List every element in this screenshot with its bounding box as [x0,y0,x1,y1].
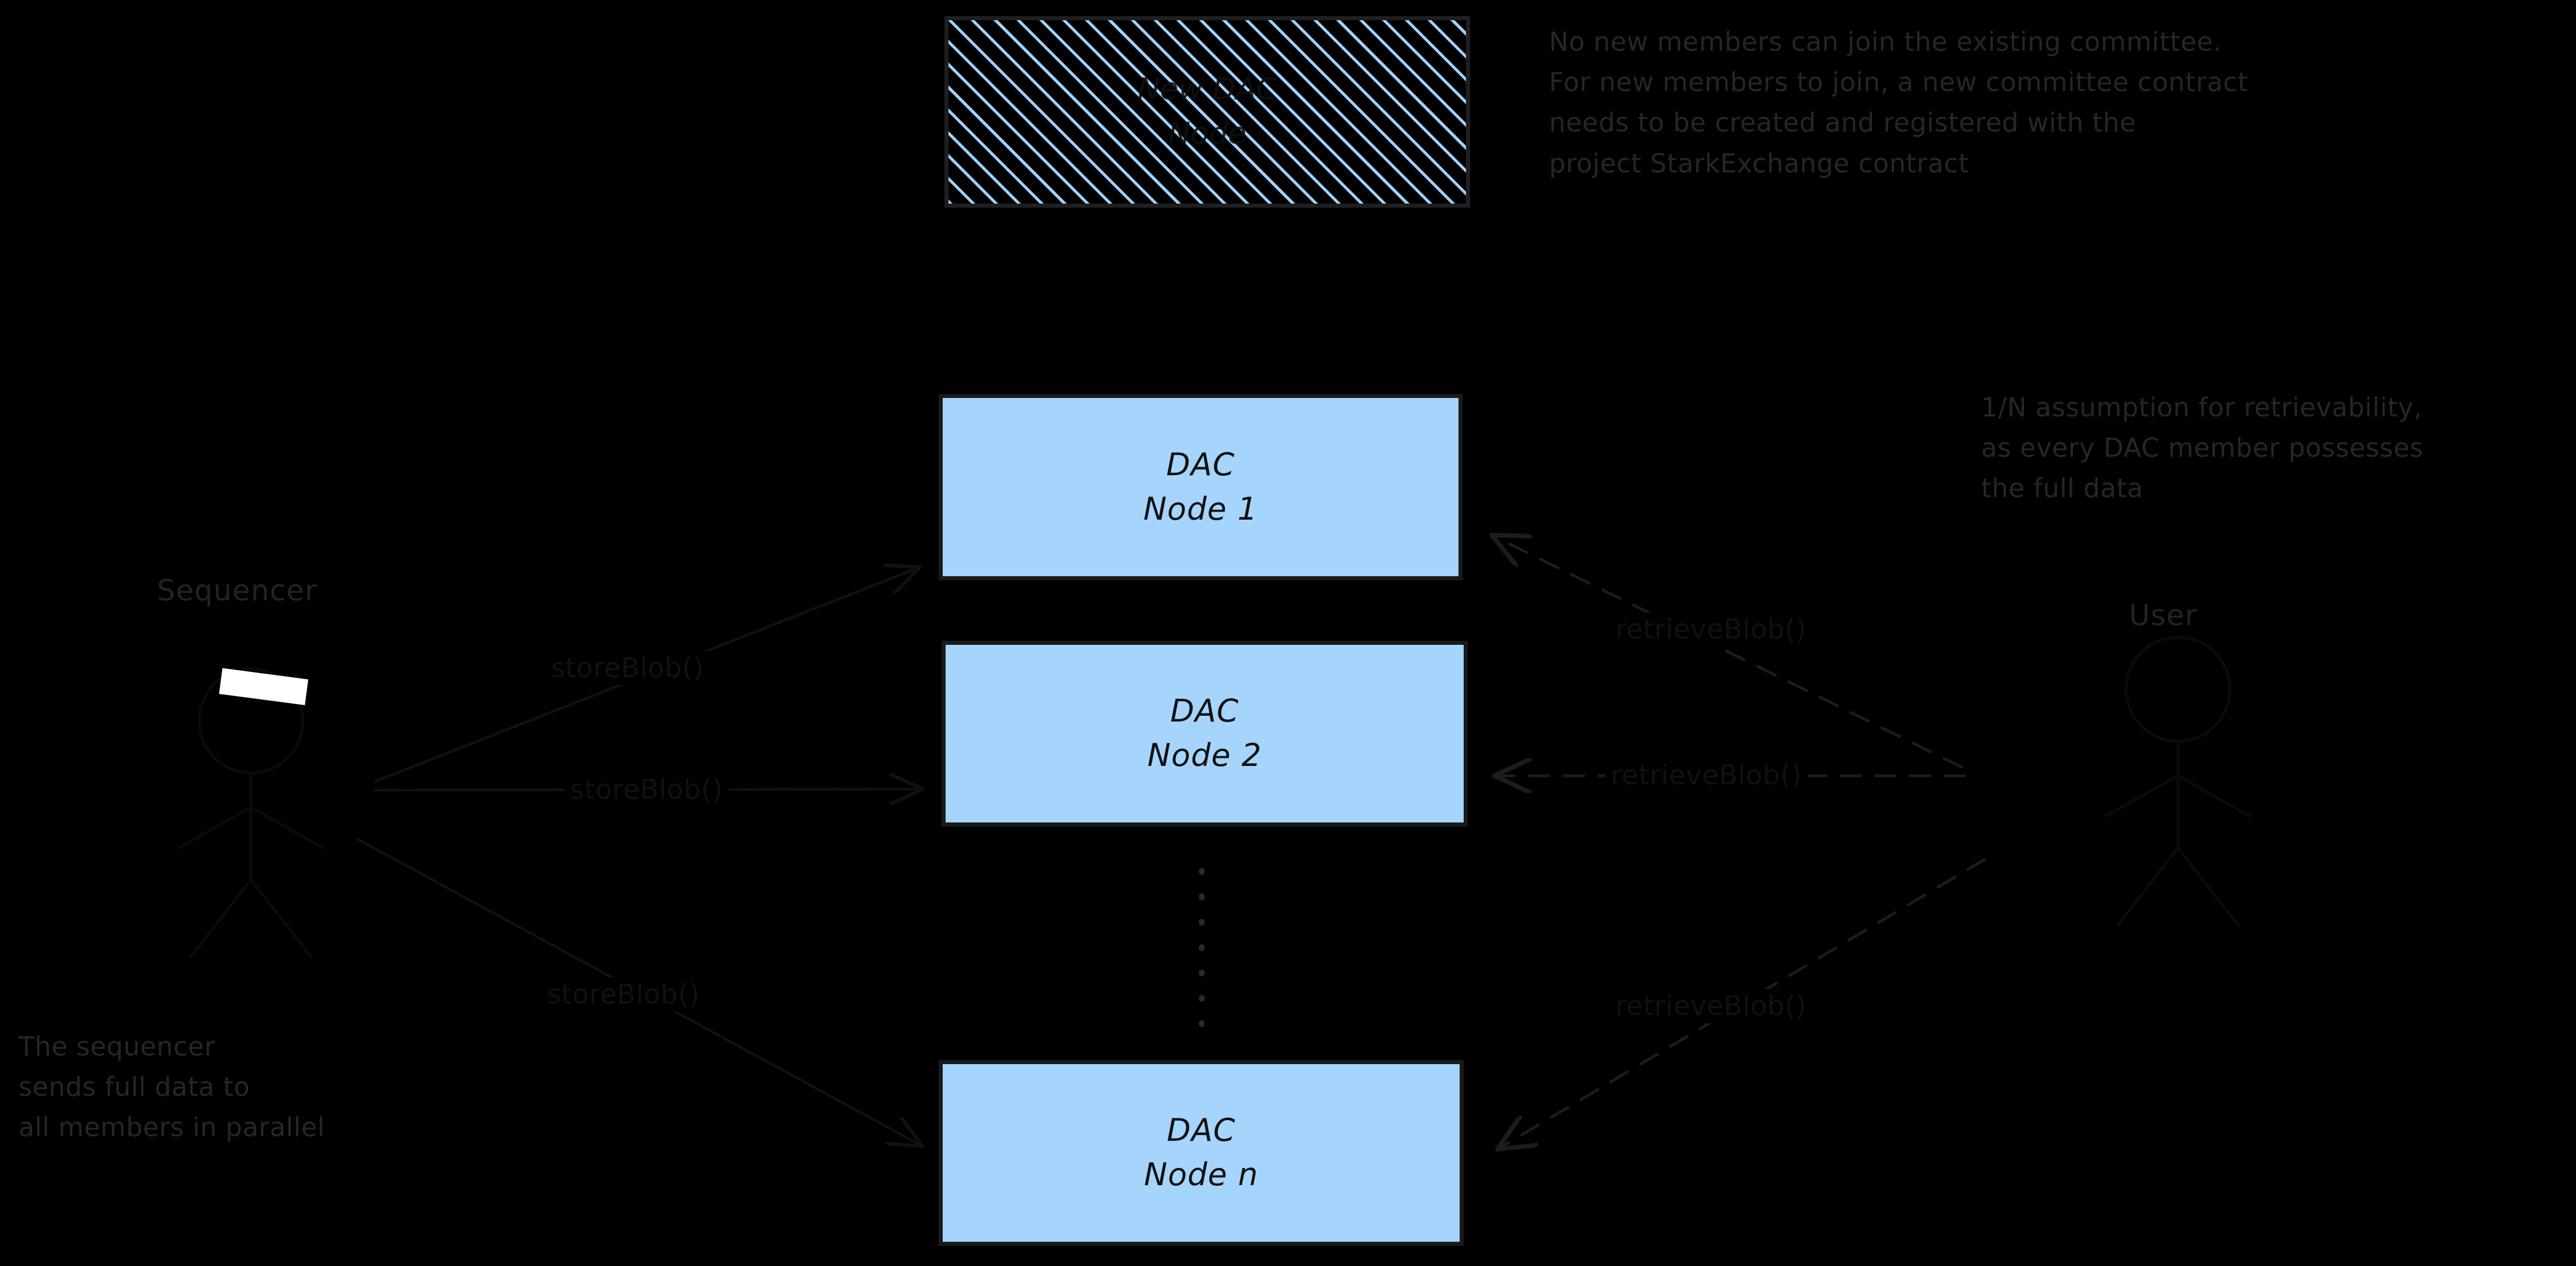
dac-node-1-line-1: DAC [1166,446,1235,483]
dac-node-n-box[interactable]: DAC Node n [939,1060,1464,1246]
store-blob-label-node2: storeBlob() [564,773,729,807]
retrieve-blob-label-node1: retrieveBlob() [1610,613,1813,647]
dac-node-1-line-2: Node 1 [1143,490,1258,527]
sequencer-label: Sequencer [157,574,317,607]
retrieve-blob-edge-node1 [1494,536,1963,769]
user-label: User [2129,599,2198,632]
new-dac-node-box[interactable]: New DAC Node [944,16,1470,208]
sequencer-note: The sequencer sends full data to all mem… [18,1031,325,1143]
user-person-icon [2104,636,2252,927]
new-dac-node-line-2: Node [1168,117,1247,151]
dac-node-2-line-2: Node 2 [1147,737,1262,773]
dac-node-2-line-1: DAC [1170,693,1239,730]
store-blob-label-noden: storeBlob() [541,978,706,1012]
retrieve-blob-label-node2: retrieveBlob() [1605,758,1808,792]
dac-node-n-line-2: Node n [1143,1156,1259,1193]
dac-node-n-line-1: DAC [1167,1112,1236,1149]
sequencer-person-icon [177,667,325,959]
retrieve-blob-label-noden: retrieveBlob() [1610,989,1813,1023]
new-dac-node-line-1: New DAC [1137,72,1277,107]
store-blob-label-node1: storeBlob() [545,651,710,685]
committee-note: No new members can join the existing com… [1549,27,2248,179]
dac-node-2-box[interactable]: DAC Node 2 [942,641,1468,827]
dac-node-1-box[interactable]: DAC Node 1 [939,394,1463,580]
retrievability-note: 1/N assumption for retrievability, as ev… [1981,392,2424,504]
